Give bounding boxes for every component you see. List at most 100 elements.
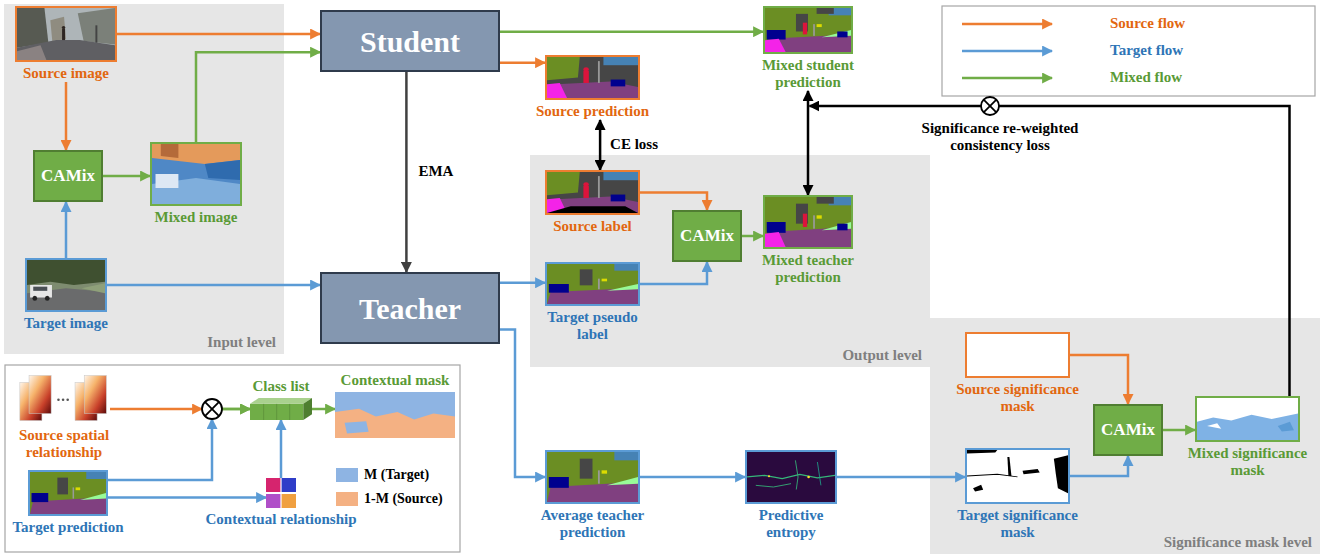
illustration-part [27,260,105,285]
illustration-part [32,493,49,502]
flow-arrow [1163,430,1195,431]
illustration-part [282,494,296,508]
illustration-part [266,494,280,508]
illustration-part [1197,413,1298,440]
illustration-part [549,477,569,488]
thumbnail-picture [765,8,851,52]
thumbnail-picture [547,172,638,213]
illustration-part [547,57,580,80]
thumbnail-picture [266,478,296,508]
flow-arrow [107,285,320,286]
connector-line [500,61,545,64]
thumbnail-picture [30,472,106,514]
connector-line [742,235,763,238]
illustration-part [803,214,807,227]
illustration-part [282,478,296,492]
illustration-part [765,8,851,52]
illustration-part [50,17,66,41]
illustration-part [84,375,106,413]
thumbnail-frame [545,170,640,215]
image-thumbnail: Contextual relationship [266,478,296,528]
image-thumbnail: Mixed image [150,142,242,226]
thumbnail-picture [547,57,638,98]
box-label: CAMix [41,167,95,186]
thumbnail-picture [18,372,110,424]
node-caption: Mixed teacher prediction [748,252,868,286]
flow-arrow [500,62,545,63]
multiply-symbol [981,97,999,115]
connector-line [640,476,745,479]
illustration-part [547,172,638,213]
legend-label: Mixed flow [1110,69,1182,86]
level-panel: Output levelSource labelTarget pseudo la… [530,155,930,367]
illustration-part [765,39,786,52]
flow-arrow [406,72,407,272]
illustration-part [583,71,588,83]
illustration-part [335,409,455,438]
thumbnail-frame [763,6,853,54]
node-caption: Contextual relationship [191,511,371,528]
illustration-part [795,460,798,489]
panel-label: Input level [207,334,276,351]
node-caption: Mixed significance mask [1180,445,1315,479]
illustration-part [837,31,847,37]
illustration-part [598,279,600,290]
connector-line [807,91,810,195]
illustration-part [973,485,983,492]
thumbnail-frame [545,55,640,100]
legend-line-sample [962,50,1052,53]
illustration-part [768,475,770,477]
legend-label: Source flow [1110,15,1185,32]
image-thumbnail: Mixed teacher prediction [763,195,853,286]
edge-label: EMA [418,163,453,180]
connector-line [837,476,965,479]
illustration-part [78,8,115,44]
illustration-part [603,172,638,180]
multiply-cross [205,402,219,416]
illustration-part [62,29,65,40]
flow-arrow [66,82,67,150]
flow-arrow [108,497,266,498]
connector-line [65,82,68,150]
illustration-part [967,334,1068,376]
illustration-part [30,285,52,298]
illustration-part [765,197,851,247]
thumbnail-frame [545,262,640,306]
flow-arrow [110,409,250,410]
panel-fill [4,4,284,354]
illustration-part [813,215,815,228]
thumbnail-frame [25,258,107,312]
multiply-circle [981,97,999,115]
thumbnail-picture [547,264,638,304]
illustration-part [747,452,835,502]
thumbnail-picture [765,197,851,247]
thumbnail-frame [18,372,110,424]
connector-line [500,282,545,285]
illustration-part [747,475,835,479]
node-caption: Predictive entropy [741,507,841,541]
illustration-part [756,484,791,487]
thumbnail-frame [28,470,108,516]
node-caption: Source prediction [523,103,663,120]
flow-arrow [500,282,545,283]
thumbnail-picture [967,334,1068,376]
panel-fill [530,155,930,367]
image-thumbnail: Target prediction [28,470,108,536]
illustration-part [95,25,97,42]
illustration-part [62,26,66,29]
connector-line [1070,456,1128,476]
image-thumbnail: Predictive entropy [745,450,837,541]
node-caption: Mixed image [136,209,256,226]
thumbnail-frame [335,392,455,438]
illustration-part [76,487,81,490]
illustration-part [250,398,312,404]
thumbnail-frame [150,142,242,206]
image-thumbnail: Mixed student prediction [763,6,853,91]
illustration-part [813,24,815,36]
illustration-part [607,284,638,291]
weighting-line [810,106,1290,396]
illustration-part [82,283,105,293]
illustration-part [66,399,69,401]
thumbnail-picture [967,450,1068,502]
node-caption: Class list [236,378,326,395]
